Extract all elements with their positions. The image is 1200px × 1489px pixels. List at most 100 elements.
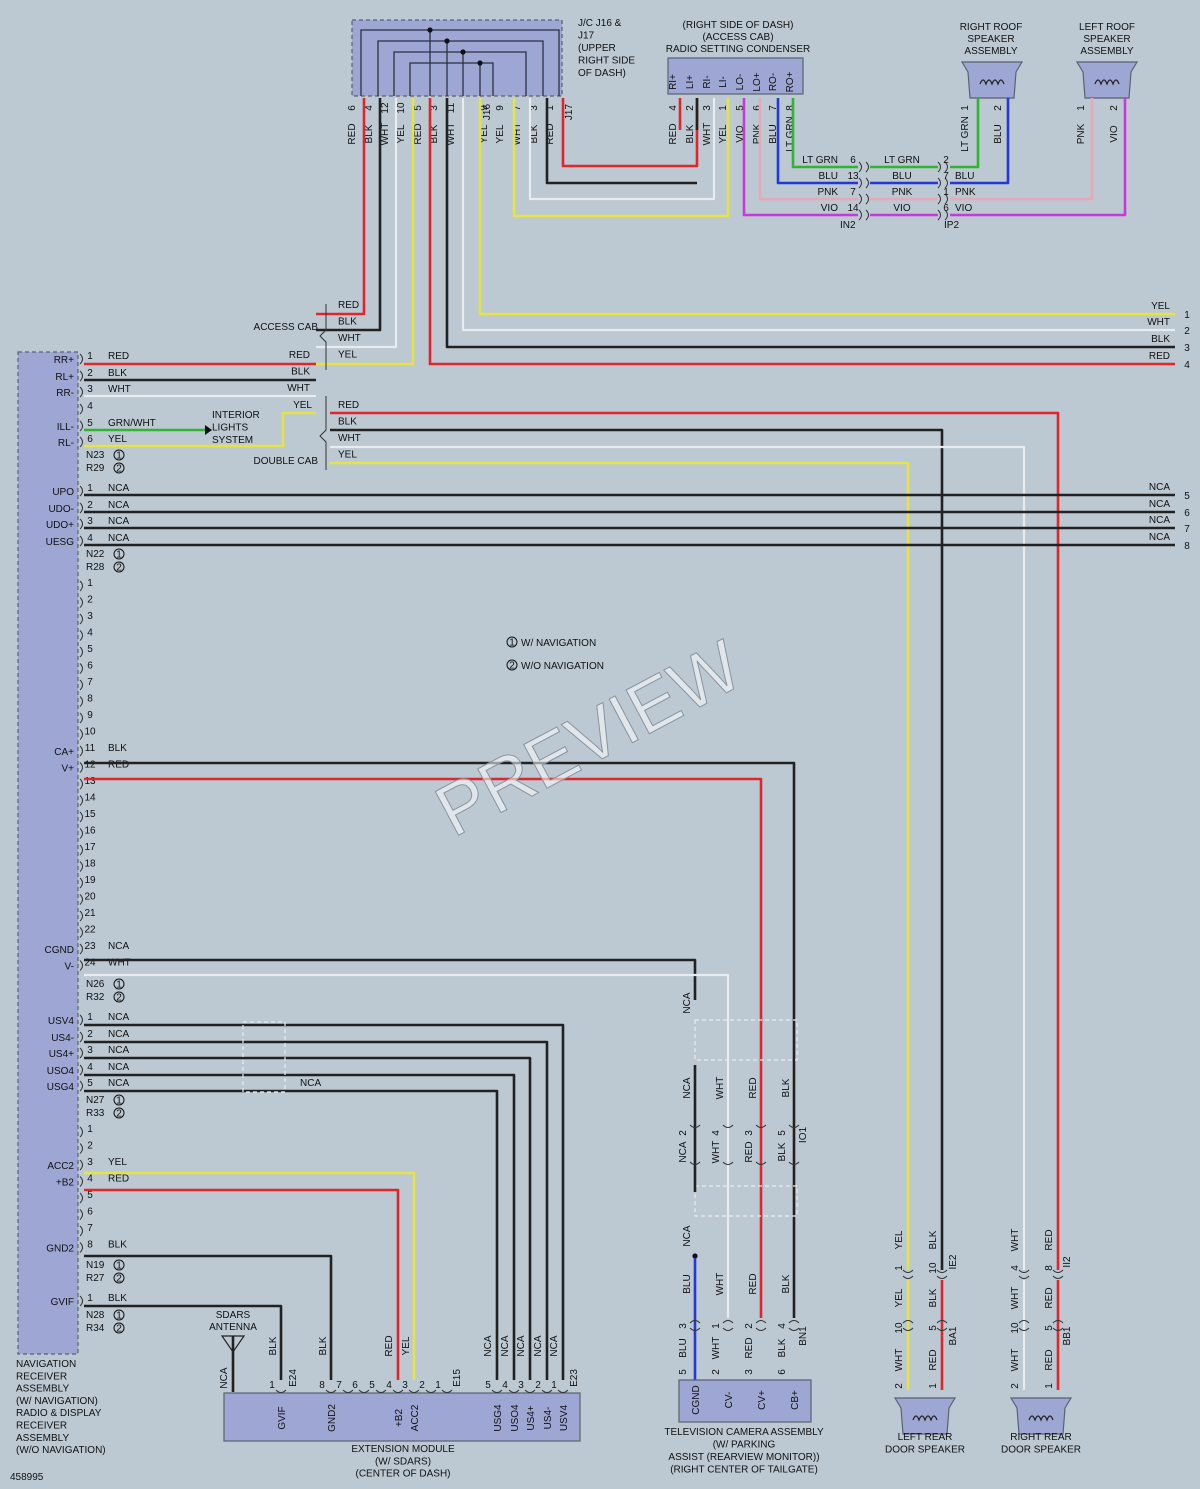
extension-pin-number: 3 xyxy=(402,1380,408,1391)
receiver-pin-number: 1 xyxy=(87,483,93,494)
connector-terminal xyxy=(788,1327,800,1331)
jc-pin-number: 3 xyxy=(529,105,540,111)
connector-terminal xyxy=(689,1327,701,1331)
connector-terminal xyxy=(79,811,83,823)
left-rear-connector-id: BA1 xyxy=(948,1326,959,1345)
receiver-pin-label: GVIF xyxy=(51,1297,74,1308)
inline-pin: 14 xyxy=(847,203,859,214)
connector-terminal xyxy=(722,1320,734,1324)
connector-terminal xyxy=(79,861,83,872)
extension-pin-number: 1 xyxy=(269,1380,275,1391)
jc-title: J17 xyxy=(578,31,595,42)
speaker-pin: 2 xyxy=(1109,105,1120,111)
receiver-connector-ref: R34 xyxy=(86,1323,105,1334)
connector-terminal xyxy=(79,518,83,530)
receiver-pin-number: 6 xyxy=(87,1207,93,1218)
receiver-connector-ref: N27 xyxy=(86,1095,105,1106)
receiver-pin-number: 4 xyxy=(87,401,93,412)
tv-wire-color: RED xyxy=(744,1141,755,1162)
connector-terminal xyxy=(79,729,83,740)
wire xyxy=(950,98,1094,201)
connector-terminal xyxy=(1052,1320,1064,1324)
right-output-wire: WHT xyxy=(1147,317,1170,328)
connector-terminal xyxy=(865,193,869,205)
extension-wire-color: BLK xyxy=(318,1336,329,1355)
access-cab-wire: WHT xyxy=(338,333,361,344)
connector-terminal xyxy=(858,193,862,205)
receiver-wire-color: BLK xyxy=(108,368,127,379)
connector-terminal xyxy=(358,1389,370,1393)
splice-dot xyxy=(427,27,433,33)
wire xyxy=(84,1056,532,1380)
inline-pin: 2 xyxy=(943,155,949,166)
jc-wire-color: RED xyxy=(545,123,556,144)
option-marker xyxy=(113,1272,125,1284)
connector-terminal xyxy=(79,927,83,938)
option-marker xyxy=(113,978,125,990)
tv-pin-number: 4 xyxy=(777,1323,788,1329)
left-rear-door-speaker-wire-color: WHT xyxy=(894,1349,905,1372)
connector-terminal xyxy=(936,1327,948,1331)
access-cab-wire: BLK xyxy=(338,317,357,328)
connector-terminal xyxy=(79,1159,83,1171)
connector-terminal xyxy=(865,177,869,189)
right-output-wire: BLK xyxy=(1151,334,1170,345)
receiver-title: (W/ NAVIGATION) xyxy=(16,1396,98,1407)
right-rear-door-speaker-pin-number: 2 xyxy=(1010,1383,1021,1389)
option-marker-number: 1 xyxy=(116,1096,122,1107)
inline-pin: 7 xyxy=(850,187,856,198)
right-rear-door-speaker xyxy=(1009,1397,1073,1435)
extension-pin-number: 2 xyxy=(419,1380,425,1391)
connector-terminal xyxy=(79,663,83,674)
receiver-wire-color: NCA xyxy=(108,1029,129,1040)
receiver-pin-label: UDO+ xyxy=(46,520,74,531)
connector-terminal xyxy=(788,1161,800,1165)
receiver-pin-number: 4 xyxy=(87,1174,93,1185)
connector-terminal xyxy=(79,370,83,382)
wire xyxy=(84,958,697,1000)
jc-pin-number: 12 xyxy=(380,102,391,114)
shield-drain-wire: NCA xyxy=(300,1078,321,1089)
inline-wire-color: BLU xyxy=(892,171,911,182)
condenser-wire-color: RED xyxy=(668,123,679,144)
extension-wire-color: BLK xyxy=(268,1336,279,1355)
condenser-pin-label: RI+ xyxy=(668,74,679,90)
receiver-pin-label: UDO- xyxy=(48,504,74,515)
receiver-pin-number: 2 xyxy=(87,1141,93,1152)
preview-watermark: PREVIEW xyxy=(423,626,754,853)
connector-terminal xyxy=(755,1161,767,1165)
jc-pin-number: 7 xyxy=(512,105,523,111)
condenser-title: (ACCESS CAB) xyxy=(702,32,773,43)
tv-pin-number: 4 xyxy=(711,1130,722,1136)
condenser-pin-number: 5 xyxy=(735,105,746,111)
receiver-wire-color: WHT xyxy=(108,958,131,969)
connector-terminal xyxy=(937,193,941,205)
access-cab-wire: YEL xyxy=(338,350,357,361)
connector-terminal xyxy=(79,960,83,971)
receiver-pin-number: 2 xyxy=(87,1029,93,1040)
right-rear-door-speaker-wire-color: WHT xyxy=(1010,1287,1021,1310)
option-marker-number: 2 xyxy=(116,1324,122,1335)
receiver-pin-number: 5 xyxy=(87,644,93,655)
condenser-wire-color: LT GRN xyxy=(785,116,796,152)
splice-dot xyxy=(460,49,466,55)
receiver-pin-number: 1 xyxy=(87,351,93,362)
tv-camera-title: TELEVISION CAMERA ASSEMBLY xyxy=(664,1427,824,1438)
condenser-title: RADIO SETTING CONDENSER xyxy=(666,44,810,55)
wire xyxy=(84,1073,516,1380)
connector-terminal xyxy=(79,1192,83,1204)
roof-left-title: LEFT ROOF xyxy=(1079,22,1135,33)
receiver-pin-label: V- xyxy=(65,962,74,973)
option-marker xyxy=(113,449,125,461)
condenser-wire-color: VIO xyxy=(735,125,746,142)
condenser-pin-label: LO- xyxy=(735,74,746,91)
wire xyxy=(330,428,944,1270)
receiver-pin-label: ACC2 xyxy=(47,1161,74,1172)
receiver-wire-color: NCA xyxy=(108,516,129,527)
connector-terminal xyxy=(1052,1269,1064,1273)
tv-camera-title: ASSIST (REARVIEW MONITOR)) xyxy=(668,1452,819,1463)
document-id: 458995 xyxy=(10,1472,44,1483)
receiver-pin-number: 2 xyxy=(87,500,93,511)
tv-pin-number: 6 xyxy=(777,1369,788,1375)
option-marker xyxy=(113,1309,125,1321)
